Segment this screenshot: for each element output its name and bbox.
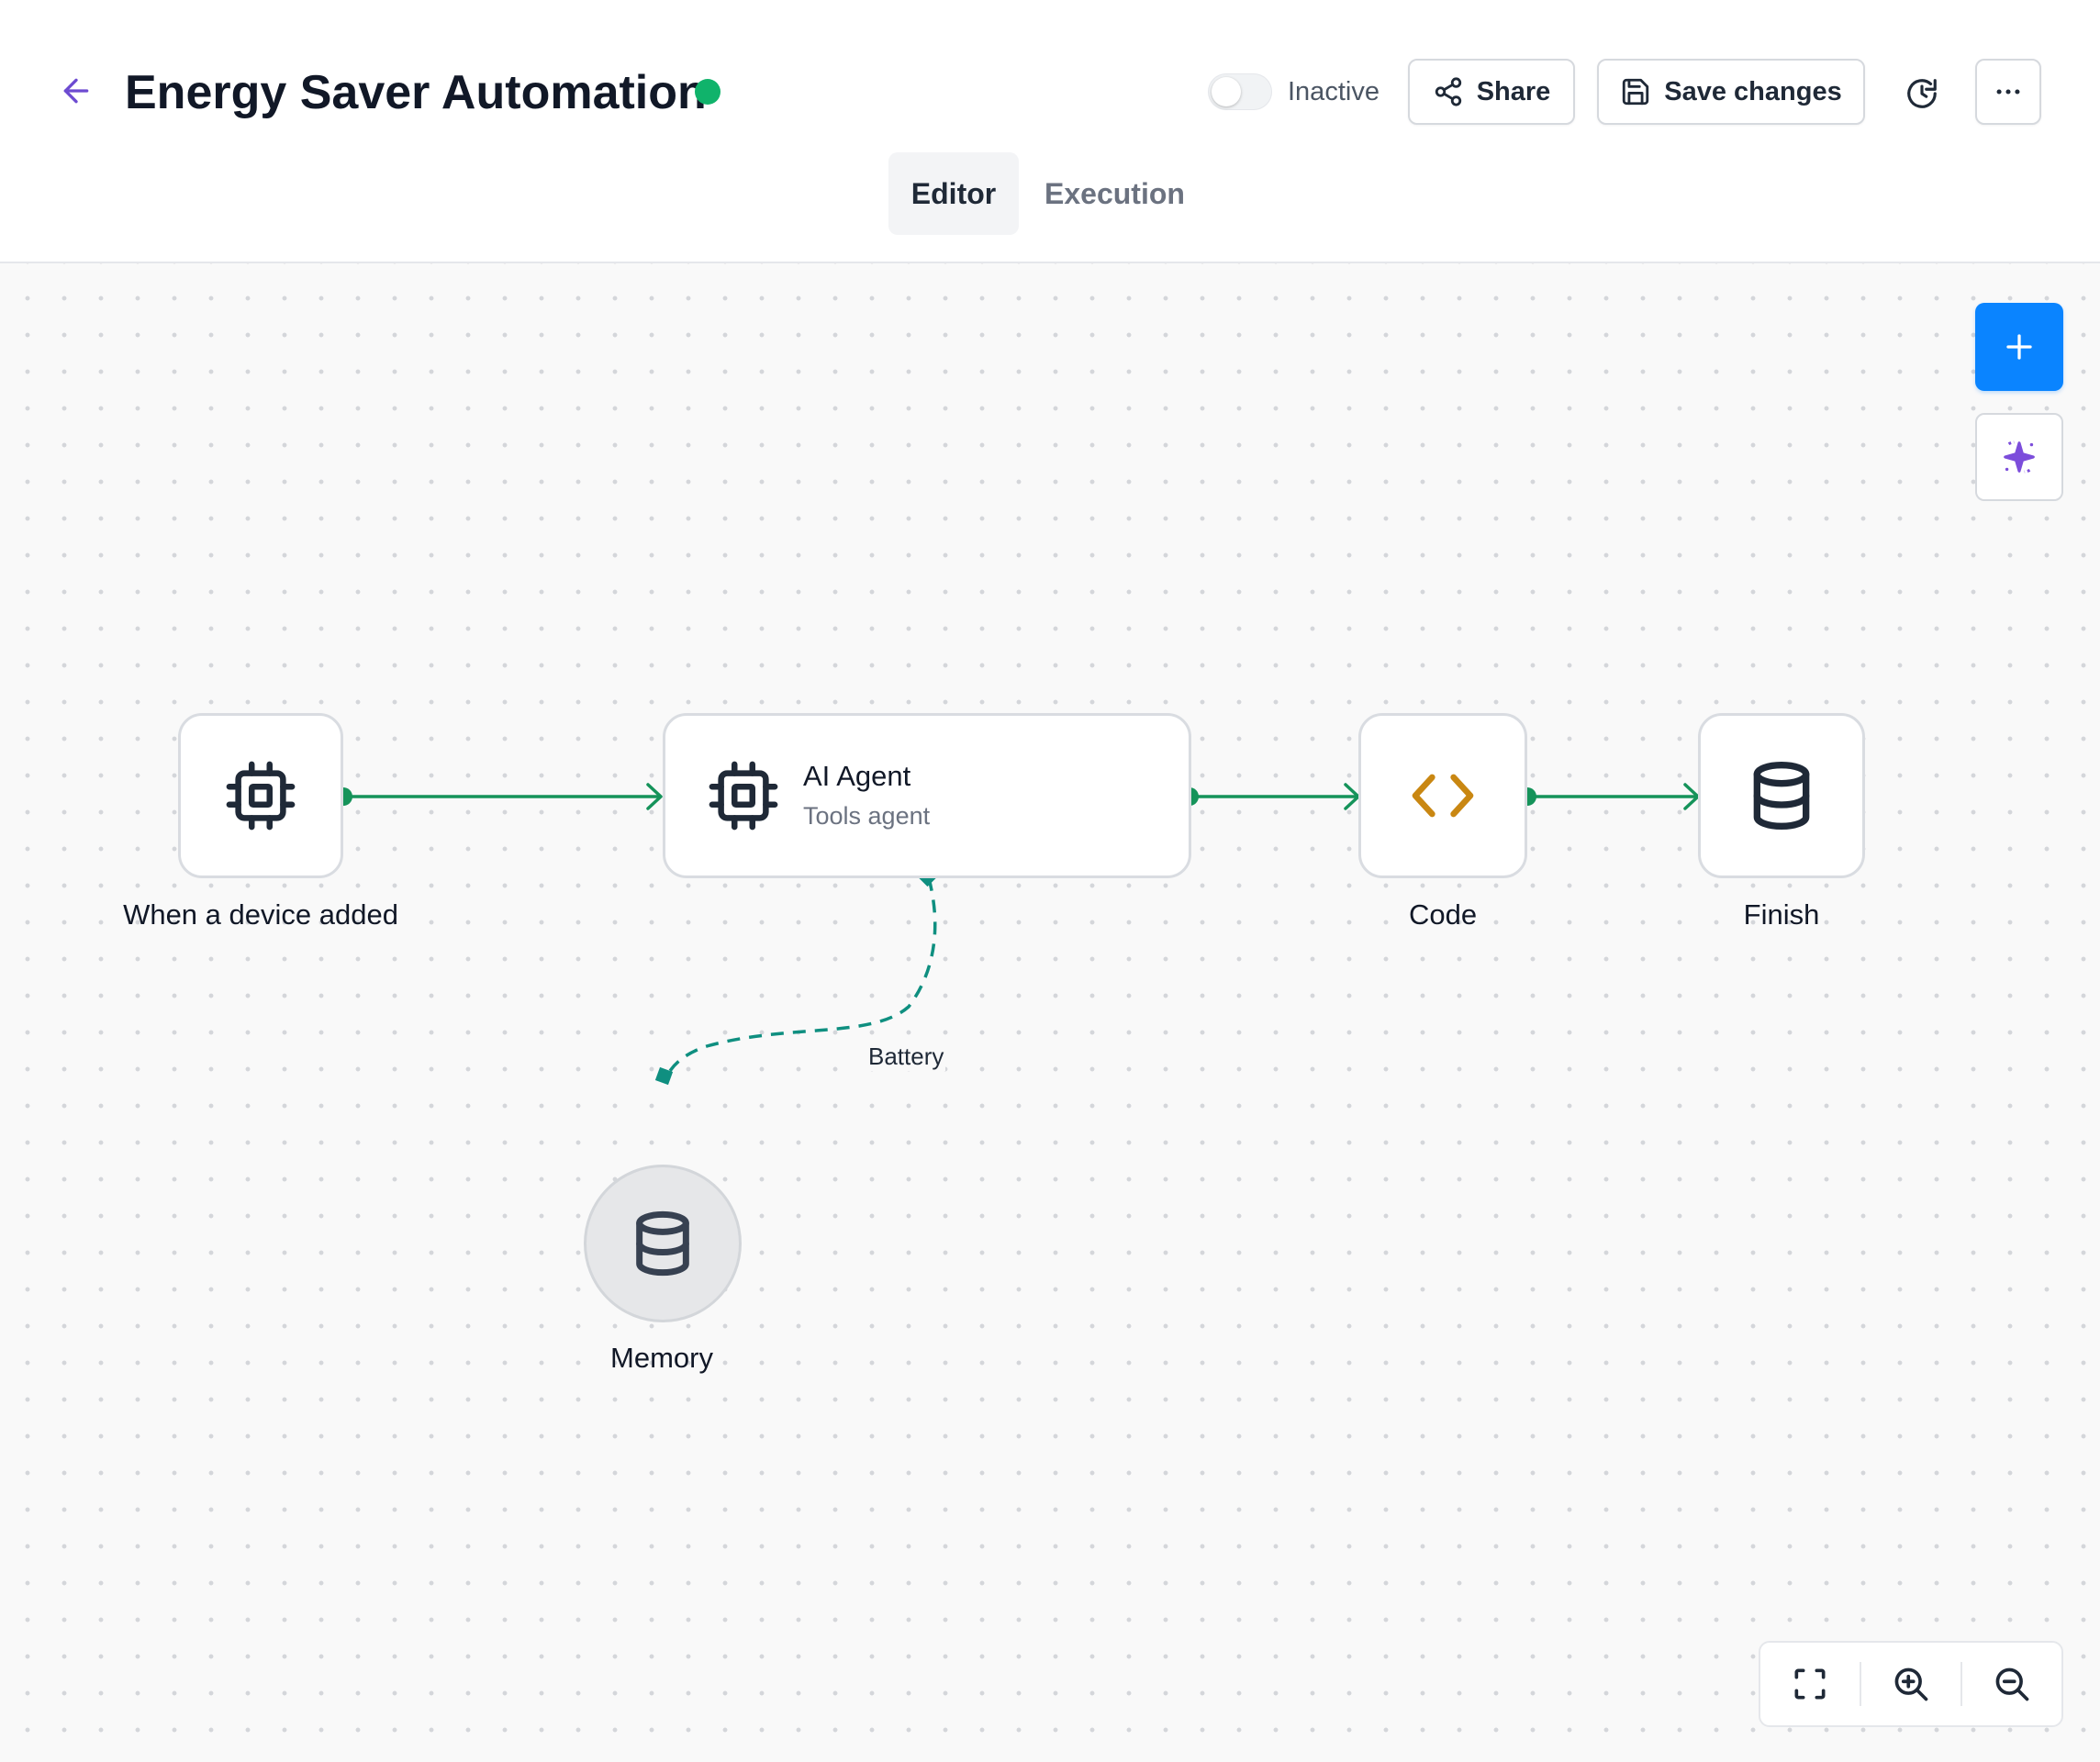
history-icon — [1907, 79, 1937, 108]
node-memory-label: Memory — [610, 1342, 713, 1374]
node-code-label: Code — [1408, 898, 1478, 931]
agent-text: AI Agent Tools agent — [803, 758, 930, 833]
add-node-button[interactable] — [1975, 303, 2063, 391]
toggle-knob — [1212, 77, 1241, 106]
zoom-out-button[interactable] — [1962, 1643, 2061, 1725]
history-button[interactable] — [1902, 73, 1942, 114]
toggle-label: Inactive — [1288, 77, 1380, 106]
chip-icon — [226, 761, 296, 831]
agent-title: AI Agent — [803, 760, 911, 792]
node-trigger-label: When a device added — [123, 898, 398, 931]
more-horizontal-icon — [1996, 89, 2020, 95]
node-code[interactable] — [1358, 713, 1527, 878]
workflow-edges — [334, 783, 1700, 1086]
fit-view-icon — [1794, 1668, 1826, 1700]
share-button[interactable]: Share — [1408, 59, 1575, 125]
more-options-button[interactable] — [1975, 59, 2041, 125]
tab-editor[interactable]: Editor — [888, 152, 1019, 235]
view-tabs: Editor Execution — [888, 152, 1211, 235]
tab-execution[interactable]: Execution — [1044, 176, 1185, 210]
share-label: Share — [1476, 76, 1551, 106]
workflow-canvas[interactable]: When a device added AI Agent Tools agent… — [0, 263, 2100, 1762]
top-header: Energy Saver Automation Inactive Share S… — [0, 0, 2100, 263]
save-icon — [1623, 78, 1649, 106]
node-trigger[interactable] — [178, 713, 343, 878]
active-toggle[interactable] — [1208, 73, 1272, 110]
edge-label-battery: Battery — [866, 1042, 946, 1071]
node-ai-agent[interactable]: AI Agent Tools agent — [663, 713, 1191, 878]
status-dot — [695, 79, 720, 105]
agent-subtitle: Tools agent — [803, 802, 931, 830]
arrow-left-icon — [63, 78, 89, 104]
ai-assistant-button[interactable] — [1975, 413, 2063, 501]
edge-code-to-finish[interactable] — [1518, 783, 1700, 810]
back-button[interactable] — [55, 70, 97, 112]
zoom-in-button[interactable] — [1861, 1643, 1960, 1725]
edge-trigger-to-agent[interactable] — [334, 783, 663, 810]
edge-agent-to-code[interactable] — [1180, 783, 1360, 810]
memory-handle[interactable] — [654, 1066, 674, 1086]
zoom-controls — [1759, 1641, 2063, 1727]
fit-view-button[interactable] — [1760, 1643, 1860, 1725]
sparkle-icon — [2004, 440, 2035, 474]
database-icon — [636, 1210, 689, 1277]
save-label: Save changes — [1664, 76, 1842, 106]
node-memory[interactable] — [584, 1165, 742, 1322]
zoom-out-icon — [1995, 1667, 2029, 1701]
workflow-title: Energy Saver Automation — [125, 66, 707, 119]
chip-icon — [709, 761, 778, 831]
database-icon — [1753, 762, 1810, 830]
plus-icon — [2006, 334, 2032, 360]
node-finish[interactable] — [1698, 713, 1865, 878]
divider — [1960, 1662, 1962, 1706]
share-icon — [1435, 77, 1461, 106]
zoom-in-icon — [1894, 1667, 1928, 1701]
save-changes-button[interactable]: Save changes — [1597, 59, 1865, 125]
node-finish-label: Finish — [1743, 898, 1820, 931]
divider — [1860, 1662, 1861, 1706]
code-icon — [1412, 774, 1474, 818]
